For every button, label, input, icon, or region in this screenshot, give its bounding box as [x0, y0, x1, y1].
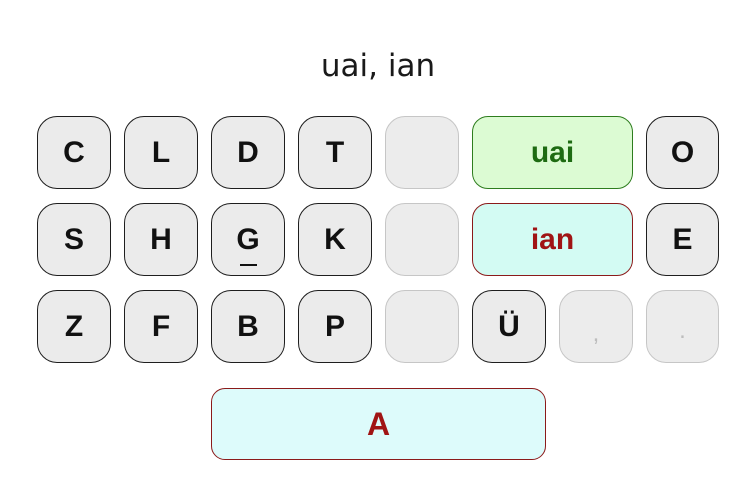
- key-blank-2[interactable]: [385, 203, 459, 276]
- key-o[interactable]: O: [646, 116, 719, 189]
- key-blank-3[interactable]: [385, 290, 459, 363]
- key-z[interactable]: Z: [37, 290, 111, 363]
- key-label: uai: [530, 135, 575, 169]
- key-p[interactable]: P: [298, 290, 372, 363]
- key-label: B: [237, 309, 259, 343]
- key-blank-1[interactable]: [385, 116, 459, 189]
- current-text-display: uai, ian: [320, 48, 436, 84]
- key-label: Z: [64, 309, 84, 343]
- key-label: .: [679, 316, 686, 344]
- key-k[interactable]: K: [298, 203, 372, 276]
- key-comma[interactable]: ,: [559, 290, 633, 363]
- key-label: P: [324, 309, 345, 343]
- key-label: T: [325, 135, 345, 169]
- key-label: ian: [530, 222, 575, 256]
- underline-mark: [240, 263, 257, 266]
- key-label: D: [237, 135, 259, 169]
- key-ian[interactable]: ian: [472, 203, 633, 276]
- key-label: G: [236, 222, 260, 256]
- key-label: E: [672, 222, 693, 256]
- key-label: L: [151, 135, 171, 169]
- key-label: H: [150, 222, 172, 256]
- key-l[interactable]: L: [124, 116, 198, 189]
- key-label: O: [670, 135, 695, 169]
- key-uai[interactable]: uai: [472, 116, 633, 189]
- key-e[interactable]: E: [646, 203, 719, 276]
- key-u-umlaut[interactable]: Ü: [472, 290, 546, 363]
- key-b[interactable]: B: [211, 290, 285, 363]
- key-f[interactable]: F: [124, 290, 198, 363]
- key-label: Ü: [498, 309, 520, 343]
- key-d[interactable]: D: [211, 116, 285, 189]
- key-label: C: [63, 135, 85, 169]
- key-h[interactable]: H: [124, 203, 198, 276]
- key-label: ,: [592, 319, 600, 347]
- key-g-underlined[interactable]: G: [211, 203, 285, 276]
- key-c[interactable]: C: [37, 116, 111, 189]
- key-label: F: [151, 309, 171, 343]
- space-key-a[interactable]: A: [211, 388, 546, 460]
- key-label: S: [63, 222, 84, 256]
- key-t[interactable]: T: [298, 116, 372, 189]
- key-s[interactable]: S: [37, 203, 111, 276]
- key-label: K: [324, 222, 346, 256]
- key-period[interactable]: .: [646, 290, 719, 363]
- key-label: A: [366, 405, 391, 442]
